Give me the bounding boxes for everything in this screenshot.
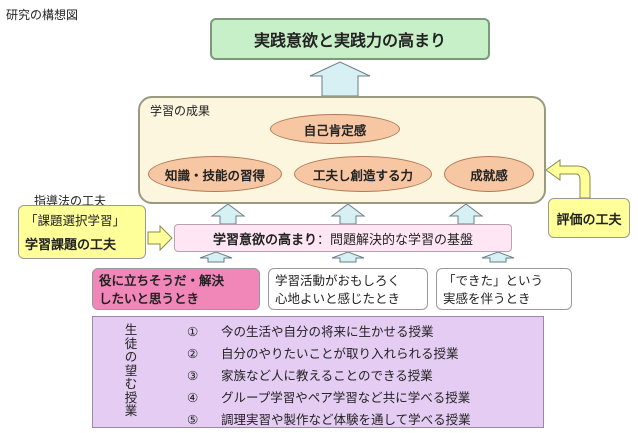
outcomes-box: 学習の成果 自己肯定感 知識・技能の習得 工夫し創造する力 成就感 xyxy=(138,96,546,204)
student-wishes-title: 生徒の望む授業 xyxy=(124,322,138,418)
wish-item-2: ② 自分のやりたいことが取り入れられる授業 xyxy=(187,343,459,362)
wish-number: ③ xyxy=(187,368,199,383)
teaching-method-line2: 学習課題の工夫 xyxy=(25,238,117,253)
up-arrow-outcome-1 xyxy=(210,203,246,225)
wish-item-1: ① 今の生活や自分の将来に生かせる授業 xyxy=(187,321,434,340)
condition-2-line2: 心地よいと感じたとき xyxy=(275,291,401,306)
wish-text: 今の生活や自分の将来に生かせる授業 xyxy=(221,324,434,339)
outcome-knowledge-skills: 知識・技能の習得 xyxy=(148,156,282,192)
up-arrow-cond-1 xyxy=(199,251,233,263)
condition-3-line1: 「できた」という xyxy=(443,273,544,288)
wish-number: ④ xyxy=(187,390,199,405)
wish-text: 調理実習や製作など体験を通して学べる授業 xyxy=(221,412,471,427)
student-wishes-box: 生徒の望む授業 ① 今の生活や自分の将来に生かせる授業 ② 自分のやりたいことが取り… xyxy=(92,316,544,428)
teaching-method-line1: 「課題選択学習」 xyxy=(25,213,126,228)
evaluation-box: 評価の工夫 xyxy=(548,198,630,238)
outcome-self-esteem: 自己肯定感 xyxy=(270,114,400,144)
wish-text: 自分のやりたいことが取り入れられる授業 xyxy=(221,346,459,361)
condition-1-line2: したいと思うとき xyxy=(99,291,200,306)
up-arrow-cond-3 xyxy=(481,251,515,263)
up-arrow-outcome-2 xyxy=(330,203,366,225)
wish-number: ② xyxy=(187,346,199,361)
wish-text: グループ学習やペア学習など共に学べる授業 xyxy=(221,390,471,405)
motivation-rest: ：問題解決的な学習の基盤 xyxy=(317,232,474,248)
curved-arrow-evaluation xyxy=(545,159,591,199)
goal-box: 実践意欲と実践力の高まり xyxy=(210,18,490,60)
outcomes-label: 学習の成果 xyxy=(150,104,211,118)
up-arrow-cond-2 xyxy=(331,251,365,263)
teaching-method-label: 指導法の工夫 xyxy=(34,194,107,208)
wish-text: 家族など人に教えることのできる授業 xyxy=(221,368,433,383)
condition-box-3: 「できた」という 実感を伴うとき xyxy=(436,268,572,310)
condition-3-line2: 実感を伴うとき xyxy=(443,291,531,306)
condition-box-1: 役に立ちそうだ・解決 したいと思うとき xyxy=(92,268,260,310)
condition-2-line1: 学習活動がおもしろく xyxy=(275,273,401,288)
motivation-bold: 学習意欲の高まり xyxy=(212,232,317,248)
wish-item-3: ③ 家族など人に教えることのできる授業 xyxy=(187,365,433,384)
up-arrow-outcome-3 xyxy=(448,203,484,225)
wish-item-5: ⑤ 調理実習や製作など体験を通して学べる授業 xyxy=(187,409,471,428)
condition-1-line1: 役に立ちそうだ・解決 xyxy=(99,273,225,288)
teaching-method-box: 「課題選択学習」 学習課題の工夫 xyxy=(18,205,146,259)
condition-box-2: 学習活動がおもしろく 心地よいと感じたとき xyxy=(268,268,428,310)
right-arrow-method xyxy=(147,224,173,252)
wish-number: ⑤ xyxy=(187,412,199,427)
outcome-creativity: 工夫し創造する力 xyxy=(294,156,432,192)
diagram-title: 研究の構想図 xyxy=(6,8,79,22)
wish-item-4: ④ グループ学習やペア学習など共に学べる授業 xyxy=(187,387,470,406)
up-arrow-goal xyxy=(309,61,371,97)
outcome-achievement: 成就感 xyxy=(444,156,534,192)
motivation-box: 学習意欲の高まり：問題解決的な学習の基盤 xyxy=(174,224,512,252)
wish-number: ① xyxy=(187,324,199,339)
